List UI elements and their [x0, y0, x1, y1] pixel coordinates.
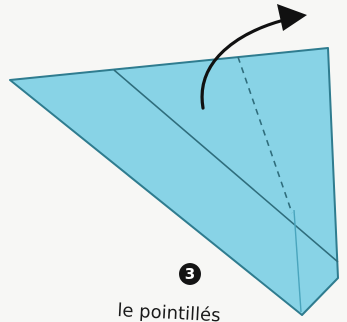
step-number-badge: 3	[179, 263, 201, 285]
arrow-head-icon	[277, 4, 307, 31]
paper-sheet	[10, 48, 338, 315]
